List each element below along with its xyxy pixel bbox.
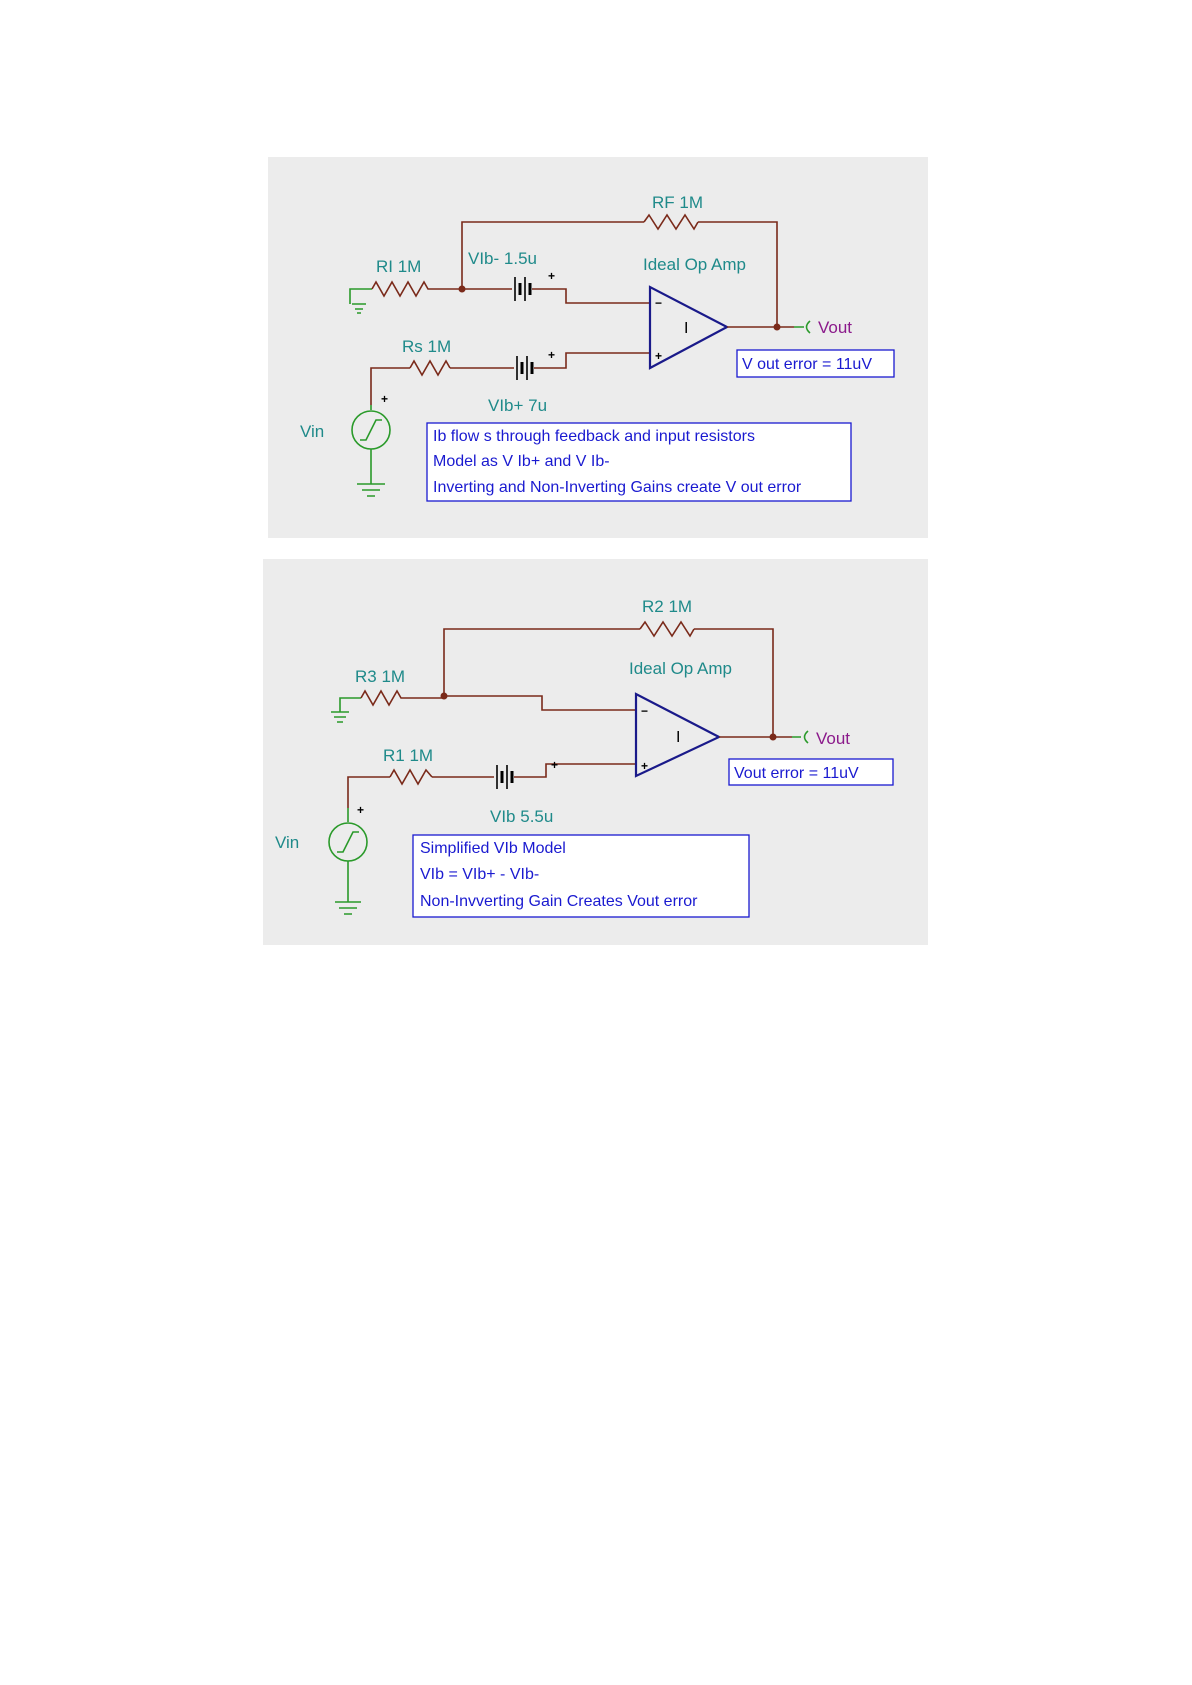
opamp-ideal-symbol: I bbox=[684, 320, 688, 337]
diagram-2: R2 1M R3 1M R1 1M + VIb 5.5u + Vin bbox=[263, 559, 928, 945]
source-plus-sign: + bbox=[357, 803, 364, 817]
note-line-2: Model as V Ib+ and V Ib- bbox=[433, 453, 610, 470]
r2-resistor bbox=[639, 620, 695, 638]
opamp-symbol bbox=[648, 285, 730, 370]
note-box bbox=[426, 422, 852, 502]
r1-label: R1 1M bbox=[383, 746, 433, 765]
output-terminal bbox=[794, 320, 811, 334]
note-line-3: Non-Invverting Gain Creates Vout error bbox=[420, 893, 698, 910]
error-text: Vout error = 11uV bbox=[734, 765, 859, 782]
vib-minus-label: VIb- 1.5u bbox=[468, 249, 537, 268]
battery-vib bbox=[496, 765, 514, 789]
note-line-1: Simplified VIb Model bbox=[420, 840, 566, 857]
ri-resistor bbox=[371, 280, 462, 298]
note-box bbox=[412, 834, 750, 918]
opamp-minus-sign: − bbox=[655, 296, 662, 310]
voltage-source-vin bbox=[351, 405, 391, 497]
rs-resistor bbox=[409, 359, 451, 377]
opamp-minus-sign: − bbox=[641, 704, 648, 718]
opamp-ideal-symbol: I bbox=[676, 729, 680, 746]
vin-label: Vin bbox=[275, 833, 299, 852]
feedback-wire bbox=[443, 628, 774, 737]
battery-plus-sign: + bbox=[548, 348, 555, 362]
vib-label: VIb 5.5u bbox=[490, 807, 553, 826]
rf-resistor bbox=[643, 213, 699, 231]
note-line-2: VIb = VIb+ - VIb- bbox=[420, 866, 539, 883]
note-line-1: Ib flow s through feedback and input res… bbox=[433, 428, 755, 445]
opamp-label: Ideal Op Amp bbox=[643, 255, 746, 274]
vout-label: Vout bbox=[818, 318, 852, 337]
noninverting-input-wire bbox=[347, 763, 636, 808]
output-terminal bbox=[792, 730, 809, 744]
inverting-input-wire bbox=[444, 695, 636, 711]
junction-node-output bbox=[773, 323, 781, 331]
vout-label: Vout bbox=[816, 729, 850, 748]
r3-resistor bbox=[360, 689, 444, 707]
opamp-plus-sign: + bbox=[641, 759, 648, 773]
opamp-plus-sign: + bbox=[655, 349, 662, 363]
noninverting-input-wire bbox=[370, 352, 650, 405]
rs-label: Rs 1M bbox=[402, 337, 451, 356]
junction-node-output bbox=[769, 733, 777, 741]
source-plus-sign: + bbox=[381, 392, 388, 406]
inverting-input-wire bbox=[462, 288, 650, 304]
opamp-label: Ideal Op Amp bbox=[629, 659, 732, 678]
ri-label: RI 1M bbox=[376, 257, 421, 276]
ground-ri bbox=[349, 288, 372, 314]
battery-vib-plus bbox=[516, 356, 534, 380]
opamp-symbol bbox=[634, 692, 722, 778]
error-box bbox=[728, 758, 894, 786]
diagram-1: RF 1M RI 1M + VIb- 1.5u Rs 1M + VIb+ 7u bbox=[268, 157, 928, 538]
error-box bbox=[736, 349, 895, 378]
ground-r3 bbox=[331, 697, 361, 723]
battery-plus-sign: + bbox=[551, 758, 558, 772]
r3-label: R3 1M bbox=[355, 667, 405, 686]
vin-label: Vin bbox=[300, 422, 324, 441]
error-text: V out error = 11uV bbox=[742, 356, 872, 373]
battery-plus-sign: + bbox=[548, 269, 555, 283]
r1-resistor bbox=[389, 768, 433, 786]
battery-vib-minus bbox=[514, 277, 532, 301]
feedback-wire bbox=[461, 221, 778, 327]
r2-label: R2 1M bbox=[642, 597, 692, 616]
voltage-source-vin bbox=[328, 808, 368, 915]
note-line-3: Inverting and Non-Inverting Gains create… bbox=[433, 479, 802, 496]
vib-plus-label: VIb+ 7u bbox=[488, 396, 547, 415]
rf-label: RF 1M bbox=[652, 193, 703, 212]
